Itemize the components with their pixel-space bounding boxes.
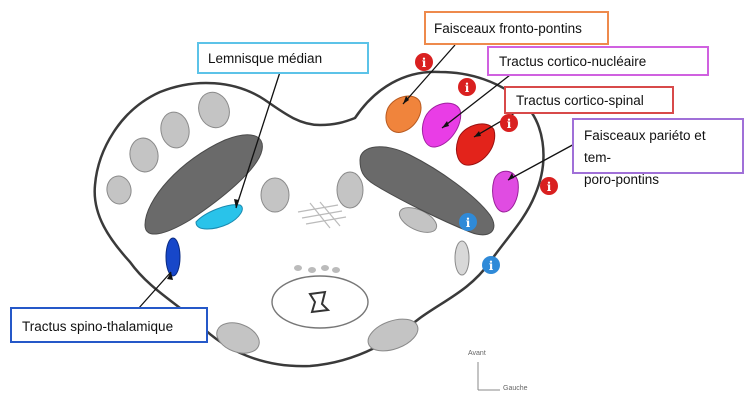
label-cortico-nucleaire-text: Tractus cortico-nucléaire [499, 54, 646, 69]
compass-gauche: Gauche [503, 385, 528, 392]
info-glyph: i [422, 56, 427, 70]
label-parieto-line2: poro-pontins [584, 169, 732, 191]
label-fronto-pontins-text: Faisceaux fronto-pontins [434, 21, 582, 36]
label-cortico-spinal-text: Tractus cortico-spinal [516, 93, 644, 108]
label-spino-thalamique-text: Tractus spino-thalamique [22, 319, 173, 334]
label-spino-thalamique: Tractus spino-thalamique [10, 307, 208, 343]
info-glyph: i [507, 117, 512, 131]
info-glyph: i [466, 216, 471, 230]
label-lemnisque-median: Lemnisque médian [197, 42, 369, 74]
label-fronto-pontins: Faisceaux fronto-pontins [424, 11, 609, 45]
info-marker-blue-1[interactable]: i [459, 213, 477, 231]
info-marker-blue-2[interactable]: i [482, 256, 500, 274]
tract-spino-thalamique [166, 238, 180, 276]
info-marker-red-3[interactable]: i [500, 114, 518, 132]
label-lemnisque-median-text: Lemnisque médian [208, 51, 322, 66]
label-parieto-line1: Faisceaux pariéto et tem- [584, 125, 732, 169]
orientation-compass [478, 362, 500, 390]
info-marker-red-2[interactable]: i [458, 78, 476, 96]
compass-avant: Avant [468, 350, 486, 357]
label-cortico-nucleaire: Tractus cortico-nucléaire [487, 46, 709, 76]
info-marker-red-1[interactable]: i [415, 53, 433, 71]
label-cortico-spinal: Tractus cortico-spinal [504, 86, 674, 114]
info-glyph: i [489, 259, 494, 273]
info-marker-red-4[interactable]: i [540, 177, 558, 195]
label-parieto-pontins: Faisceaux pariéto et tem- poro-pontins [572, 118, 744, 174]
info-glyph: i [465, 81, 470, 95]
info-glyph: i [547, 180, 552, 194]
